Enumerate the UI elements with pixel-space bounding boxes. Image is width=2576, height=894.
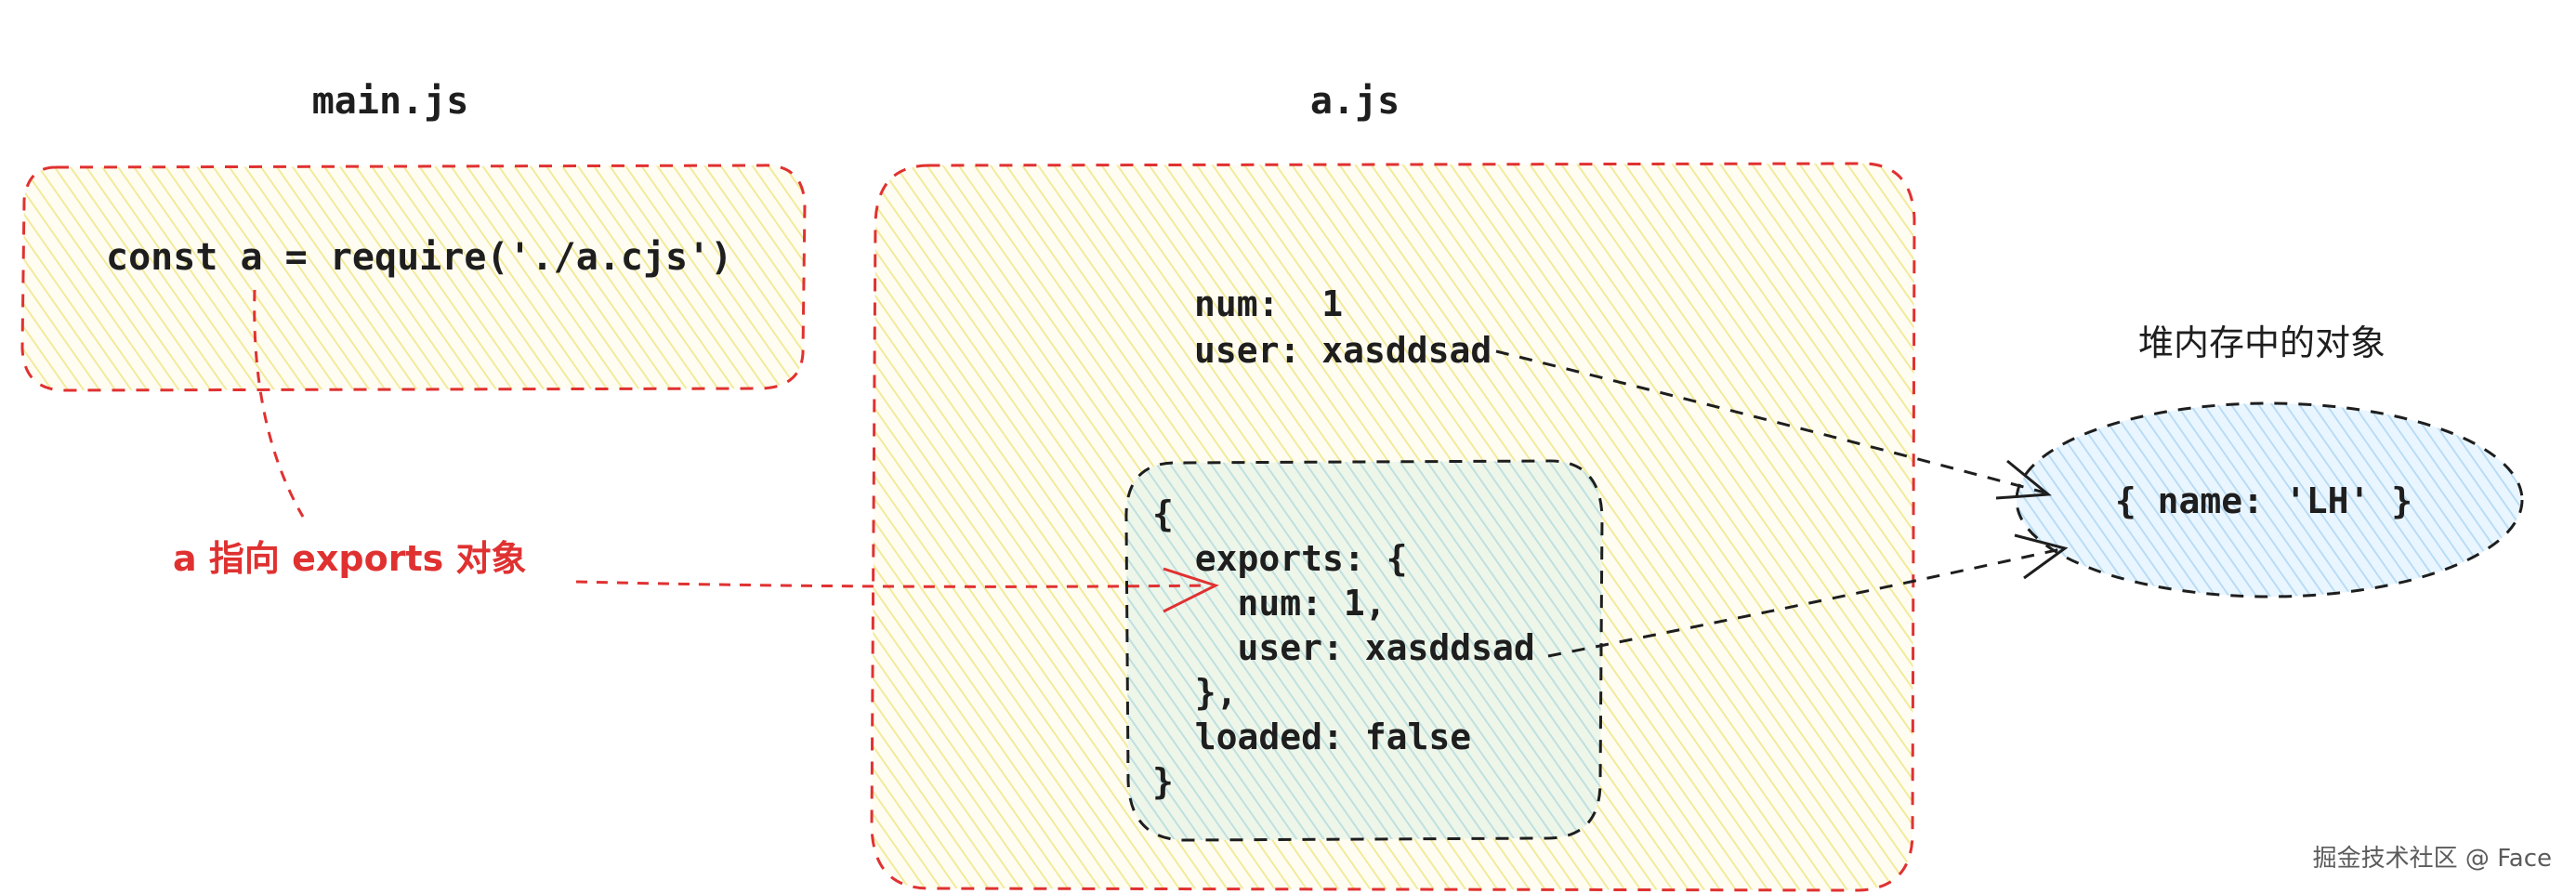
watermark-text: 掘金技术社区 @ Face xyxy=(2313,845,2552,873)
exports-user-to-heap-arrowhead xyxy=(2014,533,2069,580)
module-line-3: user: xasddsad xyxy=(1152,627,1535,668)
a-js-title: a.js xyxy=(1310,80,1400,123)
module-line-6: } xyxy=(1152,761,1174,802)
module-line-5: loaded: false xyxy=(1152,717,1471,757)
main-js-box xyxy=(20,164,807,392)
heap-title: 堆内存中的对象 xyxy=(2138,322,2385,363)
pointer-label: a 指向 exports 对象 xyxy=(173,538,526,579)
user-to-heap-arrowhead xyxy=(1995,459,2052,500)
main-js-title: main.js xyxy=(312,80,469,123)
pointer-line-upper xyxy=(253,289,305,518)
a-js-line-num: num: 1 xyxy=(1194,283,1343,324)
pointer-arrowhead xyxy=(1163,567,1219,613)
user-to-heap-arrow xyxy=(1495,349,2045,494)
heap-object-content: { name: 'LH' } xyxy=(2115,480,2412,521)
a-js-line-user: user: xasddsad xyxy=(1194,330,1492,371)
module-line-0: { xyxy=(1152,493,1174,534)
pointer-line-lower xyxy=(575,580,1209,588)
module-line-1: exports: { xyxy=(1152,538,1408,579)
main-js-code: const a = require('./a.cjs') xyxy=(106,236,732,279)
heap-object-ellipse xyxy=(2015,401,2524,598)
module-line-4: }, xyxy=(1152,672,1238,713)
module-line-2: num: 1, xyxy=(1152,583,1387,624)
exports-user-to-heap-arrow xyxy=(1547,546,2066,658)
module-object-box xyxy=(1124,459,1604,842)
